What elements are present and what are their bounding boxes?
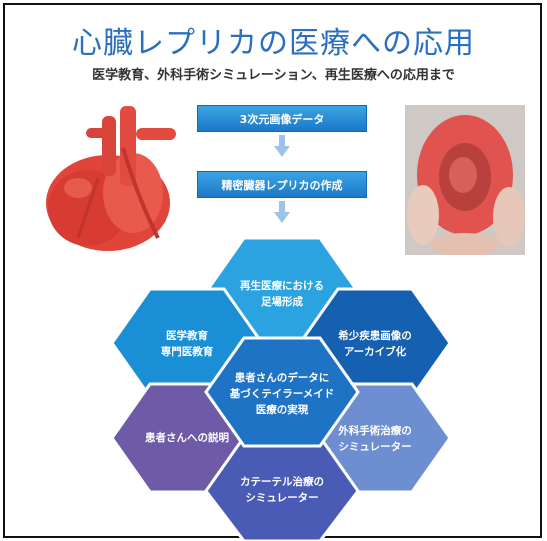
hex-top-label: 再生医療における 足場形成 — [222, 278, 342, 310]
hex-lower-right-label: 外科手術治療の シミュレーター — [315, 423, 435, 455]
hex-upper-right-label: 希少疾患画像の アーカイブ化 — [315, 328, 435, 360]
hex-bottom-label: カテーテル治療の シミュレーター — [222, 474, 342, 506]
hex-center-label: 患者さんのデータに 基づくテイラーメイド 医療の実現 — [222, 370, 342, 418]
hex-upper-left-label: 医学教育 専門医教育 — [127, 328, 247, 360]
hex-lower-left-label: 患者さんへの説明 — [127, 430, 247, 446]
